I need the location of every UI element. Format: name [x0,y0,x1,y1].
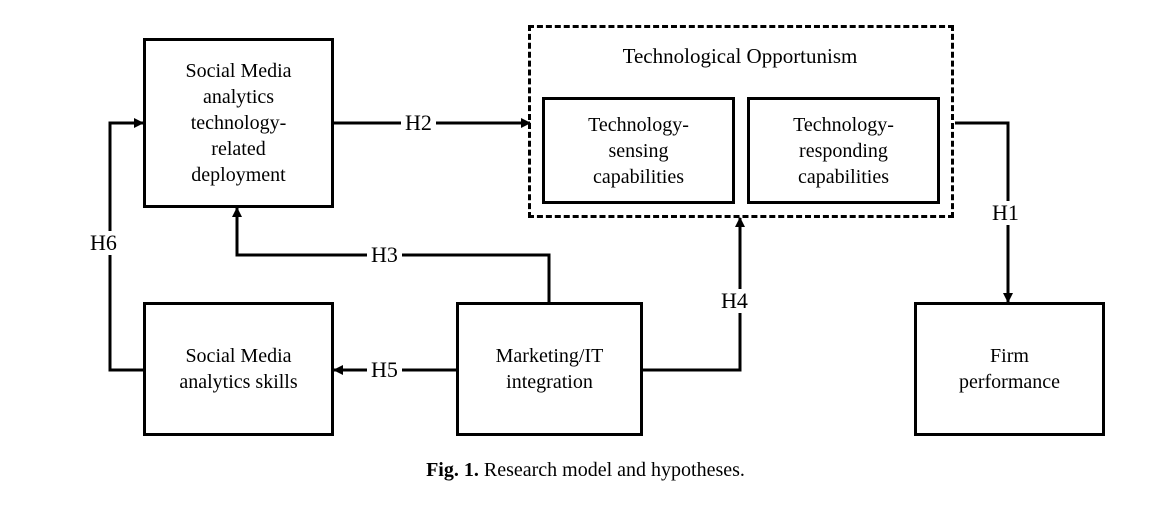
figure-caption: Fig. 1. Research model and hypotheses. [0,458,1171,482]
technology-responding-box: Technology- responding capabilities [747,97,940,204]
hypothesis-h4-label: H4 [717,289,752,313]
hypothesis-h1-label: H1 [988,201,1023,225]
hypothesis-h5-label: H5 [367,358,402,382]
marketing-it-integration-box: Marketing/IT integration [456,302,643,436]
h4-arrow [643,217,745,372]
hypothesis-h3-label: H3 [367,243,402,267]
figure-caption-label: Fig. 1. [426,459,479,481]
sma-deployment-box: Social Media analytics technology- relat… [143,38,334,208]
hypothesis-h2-label: H2 [401,111,436,135]
h1-arrow [955,121,1013,303]
technological-opportunism-group [528,25,954,218]
figure-caption-text: Research model and hypotheses. [478,459,745,481]
hypothesis-h6-label: H6 [86,231,121,255]
sma-skills-box: Social Media analytics skills [143,302,334,436]
technology-sensing-box: Technology- sensing capabilities [542,97,735,204]
firm-performance-box: Firm performance [914,302,1105,436]
group-title: Technological Opportunism [622,44,858,68]
